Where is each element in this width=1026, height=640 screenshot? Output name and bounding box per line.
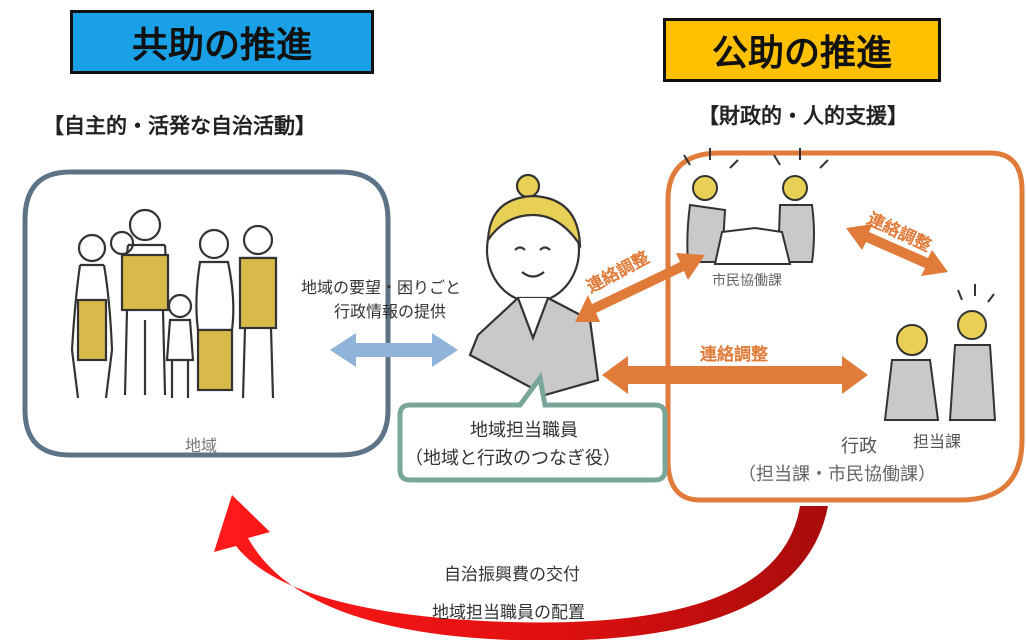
coord-arrow-right — [846, 224, 948, 276]
kyojo-heading: 共助の推進 — [70, 10, 374, 74]
gov-detail: （担当課・市民協働課） — [738, 464, 936, 485]
staff-role: （地域と行政のつなぎ役） — [405, 448, 621, 469]
region-label: 地域 — [185, 436, 218, 455]
bottom-line-2: 地域担当職員の配置 — [432, 603, 585, 623]
kojo-subheading: 【財政的・人的支援】 — [698, 104, 908, 128]
family-illustration — [70, 208, 278, 399]
officer-illustration — [883, 284, 997, 421]
coord-label-horizontal: 連絡調整 — [700, 345, 768, 365]
coord-arrow-diagonal — [575, 253, 705, 322]
kyojo-heading-text: 共助の推進 — [131, 25, 312, 66]
dept-label-officer: 担当課 — [913, 432, 962, 451]
kyojo-subheading: 【自主的・活発な自治活動】 — [43, 114, 316, 138]
bottom-line-1: 自治振興費の交付 — [444, 565, 580, 585]
gov-label: 行政 — [841, 436, 877, 457]
region-frame — [22, 169, 391, 458]
kojo-heading: 公助の推進 — [663, 18, 941, 82]
dept-label-citizen: 市民協働課 — [712, 273, 782, 289]
meeting-illustration — [683, 148, 829, 265]
staff-title: 地域担当職員 — [470, 420, 578, 441]
flow-text-requests: 地域の要望・困りごと — [301, 278, 462, 297]
info-arrow — [330, 333, 458, 367]
flow-text-info: 行政情報の提供 — [334, 302, 447, 321]
staff-illustration — [468, 173, 600, 397]
kojo-heading-text: 公助の推進 — [711, 33, 892, 74]
government-frame — [665, 150, 1025, 503]
staff-bubble — [397, 371, 668, 483]
coord-arrow-horizontal — [602, 356, 868, 394]
